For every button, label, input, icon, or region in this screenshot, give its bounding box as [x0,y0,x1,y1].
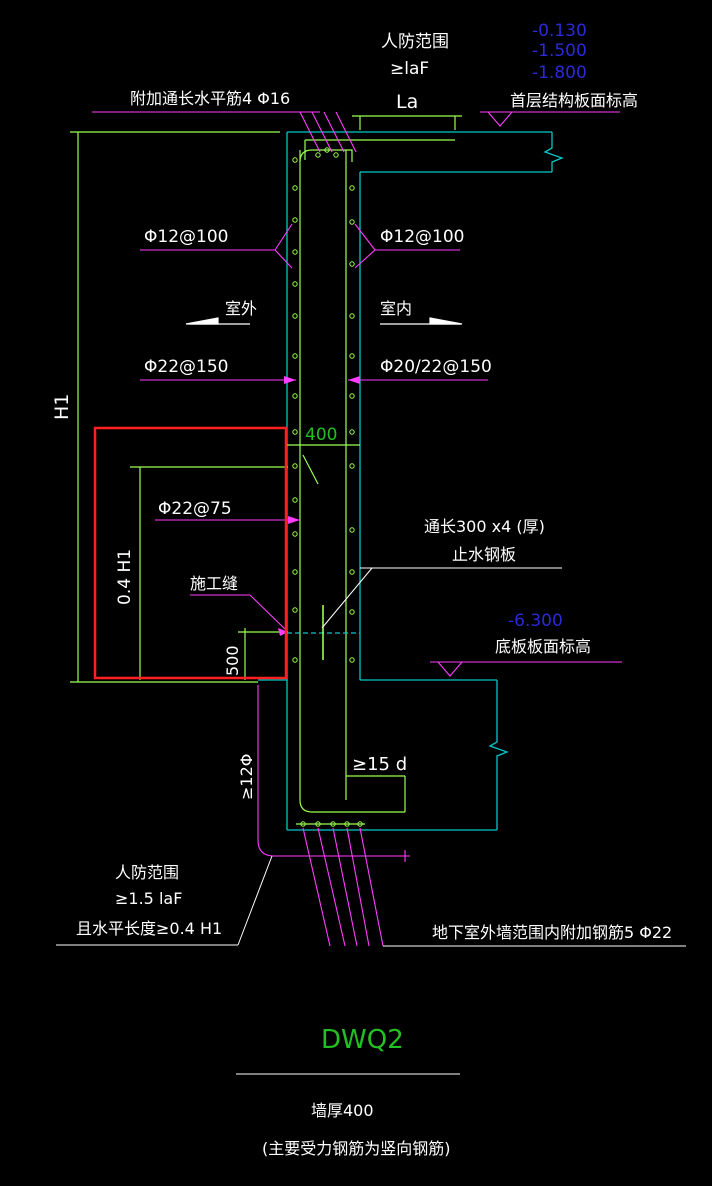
elevation-1-text: -0.130 [532,21,587,41]
viewport-edge [712,0,715,1186]
civil-defense-bottom-2: ≥1.5 laF [115,889,182,908]
extra-bars-label: 地下室外墙范围内附加钢筋5 Φ22 [432,923,672,942]
main-bar-dense-label: Φ22@75 [158,499,232,519]
civil-defense-bottom-1: 人防范围 [115,863,179,882]
text-layer: 人防范围 ≥laF La -0.130 -1.500 -1.800 首层结构板面… [51,21,672,1158]
civil-defense-bottom-3: 且水平长度≥0.4 H1 [76,919,222,938]
main-bar-left-label: Φ22@150 [144,357,228,377]
la-text: La [396,91,418,113]
waterstop-label-1: 通长300 x4 (厚) [424,517,545,536]
construction-joint-label: 施工缝 [190,574,238,593]
dim-500-label: 500 [223,645,242,676]
rebar-lines [70,115,462,825]
highlight-box [93,426,288,680]
laf-top-text: ≥laF [390,59,429,79]
waterstop-label-2: 止水钢板 [452,545,516,564]
elevation-2-text: -1.500 [532,41,587,61]
civil-defense-top-text: 人防范围 [381,32,449,52]
annotation-leaders [92,111,622,947]
distribution-bar-left-label: Φ12@100 [144,227,228,247]
outdoor-label: 室外 [225,299,257,318]
direction-arrows [185,317,463,325]
drawing-title: DWQ2 [321,1025,404,1055]
white-leaders [56,567,686,1075]
main-bar-right-label: Φ20/22@150 [380,357,492,377]
distribution-bar-right-label: Φ12@100 [380,227,464,247]
elevation-3-text: -1.800 [532,63,587,83]
indoor-label: 室内 [380,299,412,318]
base-elevation-label: 底板板面标高 [495,637,591,656]
rebar-dots [292,147,363,827]
slab-elevation-label: 首层结构板面标高 [510,91,638,110]
anchor-15d-label: ≥15 d [352,754,407,775]
h1-dimension-label: H1 [51,394,73,420]
wall-thickness-label: 墙厚400 [311,1101,374,1120]
base-elevation-text: -6.300 [508,611,563,631]
extra-horizontal-bar-label: 附加通长水平筋4 Φ16 [130,89,290,108]
rebar-arrows [278,376,360,636]
waterstop-plate [287,605,360,660]
h1-04-dimension-label: 0.4 H1 [115,549,135,605]
main-bar-note: (主要受力钢筋为竖向钢筋) [262,1139,451,1158]
anchor-12d-label: ≥12Φ [237,754,256,800]
wall-width-400-label: 400 [305,425,337,445]
